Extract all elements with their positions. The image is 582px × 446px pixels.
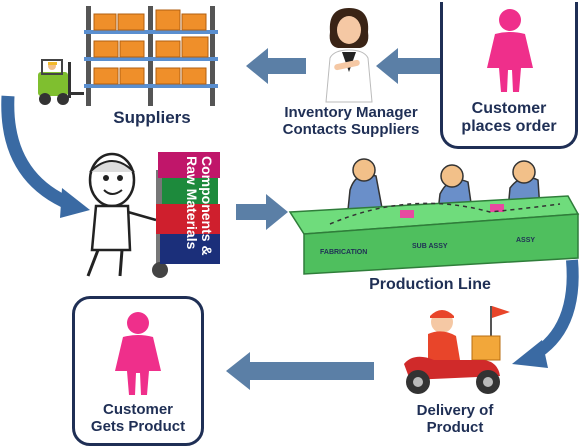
production-sign-fabrication: FABRICATION (320, 249, 367, 256)
production-line-illustration: FABRICATION SUB ASSY ASSY (288, 158, 580, 275)
customer-gets-line1: Customer (102, 401, 173, 418)
production-sign-sub-assy: SUB ASSY (412, 243, 448, 250)
inventory-manager-icon (325, 8, 373, 103)
arrow-to-customer (226, 352, 374, 390)
production-sign-assy: ASSY (516, 237, 535, 244)
curved-arrow-production-to-delivery (512, 259, 579, 368)
materials-label: Components & Raw Materials (164, 156, 215, 260)
materials-line1: Components & (199, 156, 215, 256)
customer-order-line1: Customer (471, 100, 547, 117)
arrow-to-production-line (236, 194, 288, 230)
materials-stack: Components & Raw Materials (156, 152, 222, 264)
inventory-manager-line1: Inventory Manager (284, 104, 418, 121)
inventory-manager-line2: Contacts Suppliers (282, 121, 420, 139)
materials-line2: Raw Materials (183, 156, 200, 250)
arrow-to-suppliers (246, 48, 306, 84)
inventory-manager-label: Inventory Manager Contacts Suppliers (266, 104, 436, 139)
customer-gets-product-box: Customer Gets Product (72, 296, 204, 446)
delivery-label: Delivery of Product (390, 402, 520, 437)
customer-icon (115, 312, 161, 395)
production-line-label: Production Line (369, 276, 491, 293)
warehouse-illustration (38, 6, 218, 106)
suppliers-label: Suppliers (113, 108, 191, 127)
arrow-to-inventory-manager (376, 48, 442, 84)
delivery-line1: Delivery of (416, 402, 494, 419)
customer-places-order-box: Customer places order (440, 2, 578, 149)
curved-arrow-suppliers-to-materials (1, 95, 90, 218)
delivery-scooter-icon (404, 306, 510, 394)
customer-places-order-label: Customer places order (443, 100, 575, 137)
forklift-icon (38, 59, 84, 105)
delivery-line2: Product (426, 419, 484, 437)
customer-order-line2: places order (461, 118, 557, 136)
customer-gets-product-label: Customer Gets Product (75, 401, 201, 436)
customer-gets-line2: Gets Product (90, 418, 186, 436)
customer-icon (487, 9, 533, 92)
